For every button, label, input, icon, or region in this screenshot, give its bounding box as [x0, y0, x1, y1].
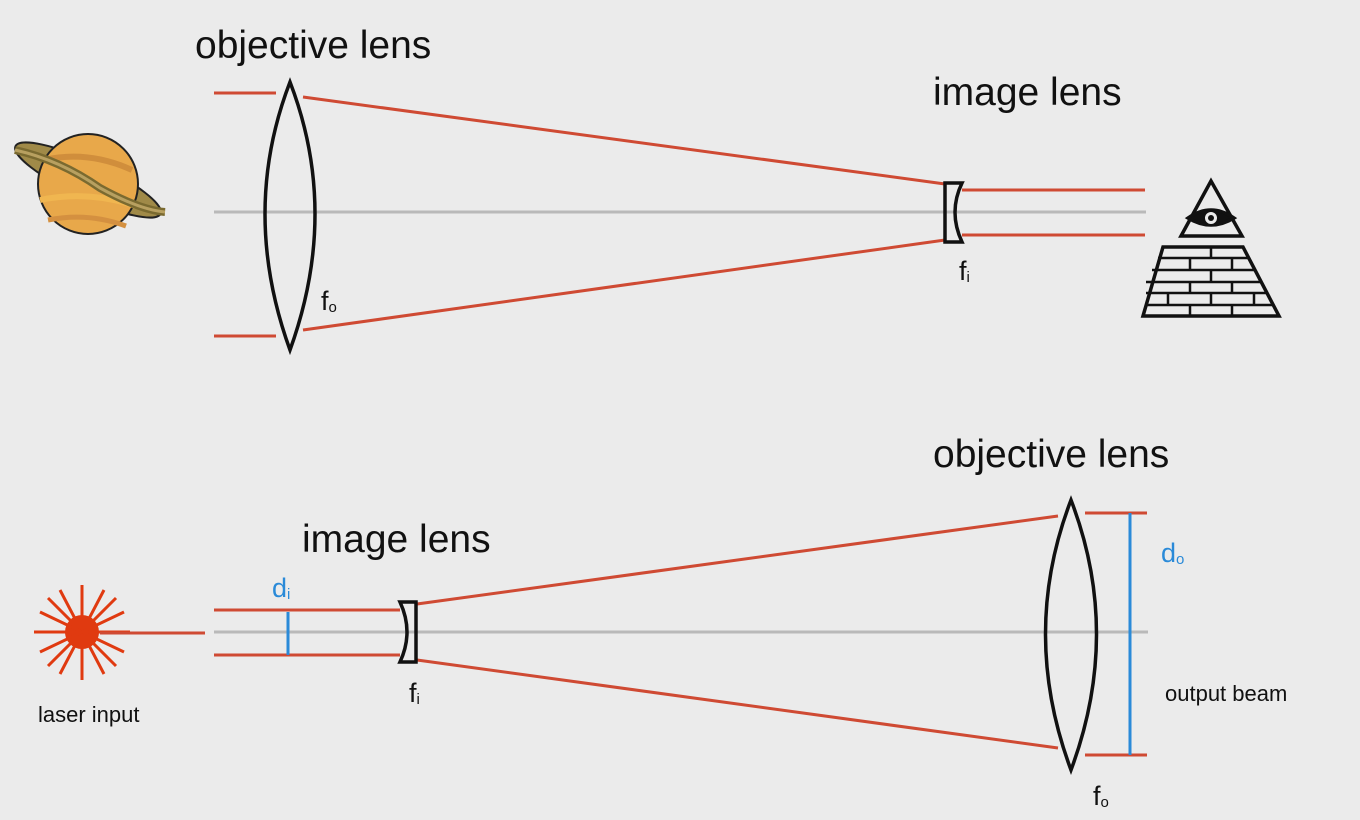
input-diameter-label: di — [272, 573, 290, 603]
converging-ray-bottom — [302, 238, 946, 332]
image-lens-label: image lens — [933, 71, 1122, 114]
focal-length-objective-label: fo — [1093, 781, 1109, 811]
eye-pyramid-icon — [1140, 177, 1282, 318]
diverging-ray-bottom — [416, 658, 1059, 750]
image-lens-concave — [397, 600, 418, 664]
objective-lens-label: objective lens — [933, 433, 1169, 476]
laser-burst-icon — [34, 585, 130, 680]
image-lens-concave — [943, 181, 965, 244]
output-beam-label: output beam — [1165, 681, 1287, 706]
beam-expander-diagram: image lens objective lens di do fi fo la… — [34, 433, 1287, 811]
image-lens-label: image lens — [302, 518, 491, 561]
focal-length-image-label: fi — [409, 678, 420, 708]
objective-lens-label: objective lens — [195, 24, 431, 67]
focal-length-image-label: fi — [959, 256, 970, 286]
converging-ray-top — [302, 95, 946, 186]
output-diameter-label: do — [1161, 538, 1184, 568]
telescope-diagram: objective lens image lens fo fi — [14, 24, 1282, 356]
laser-input-label: laser input — [38, 702, 140, 727]
objective-lens-convex — [263, 77, 317, 356]
focal-length-objective-label: fo — [321, 286, 337, 316]
saturn-icon — [14, 133, 166, 235]
diverging-ray-top — [416, 514, 1059, 606]
objective-lens-convex — [1043, 495, 1099, 776]
